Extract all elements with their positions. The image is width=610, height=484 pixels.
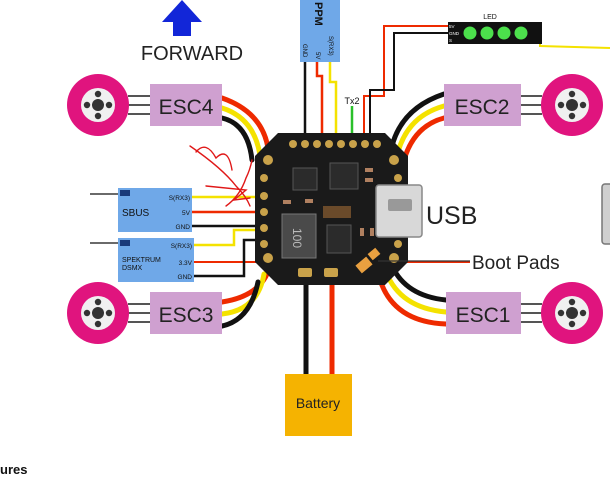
forward-label: FORWARD [141, 43, 243, 65]
led-strip: 5V GND S [448, 22, 542, 44]
esc3-label: ESC3 [159, 304, 214, 327]
led-title: LED [483, 14, 497, 21]
esc3-box: ESC3 [150, 292, 222, 334]
led-pin-signal: S [449, 38, 452, 43]
led-pin-5v: 5V [449, 24, 455, 29]
esc1-label: ESC1 [456, 304, 511, 327]
ppm-wires [303, 62, 338, 142]
motor-leads [128, 95, 542, 323]
ppm-receiver-box: PPM GND 5V S(RX3) [300, 0, 340, 62]
spektrum-title-line2: DSMX [122, 265, 143, 272]
sbus-title: SBUS [122, 208, 150, 219]
page-caption: ures [0, 462, 28, 477]
forward-arrow [162, 0, 202, 36]
motor-front-right [541, 74, 603, 136]
ppm-title: PPM [312, 2, 324, 26]
esc4-box: ESC4 [150, 84, 222, 126]
ppm-pin-signal: S(RX3) [327, 36, 333, 56]
partial-component-right-edge [601, 183, 610, 245]
ppm-pin-5v: 5V [314, 52, 320, 59]
sbus-pin-gnd: GND [176, 224, 191, 231]
esc2-box: ESC2 [444, 84, 521, 126]
spektrum-pin-signal: S(RX3) [171, 243, 192, 250]
motor-rear-right [541, 282, 603, 344]
esc1-box: ESC1 [446, 292, 521, 334]
motor-front-left [67, 74, 129, 136]
sbus-receiver-box: SBUS S(RX3) 5V GND [118, 188, 192, 232]
sbus-pin-5v: 5V [182, 210, 191, 217]
ppm-pin-gnd: GND [301, 44, 307, 58]
boot-pads-label: Boot Pads [472, 253, 560, 274]
sbus-pin-signal: S(RX3) [169, 195, 190, 202]
spektrum-pin-3v3: 3.3V [179, 260, 193, 267]
spektrum-title-line1: SPEKTRUM [122, 257, 161, 264]
tx2-label: Tx2 [344, 96, 359, 106]
spektrum-receiver-box: SPEKTRUM DSMX S(RX3) 3.3V GND [118, 238, 194, 282]
inductor-marking: 100 [290, 228, 304, 248]
battery-wires [303, 276, 335, 374]
spektrum-pin-gnd: GND [178, 274, 193, 281]
usb-label: USB [426, 202, 477, 230]
esc2-label: ESC2 [455, 96, 510, 119]
red-scribble-annotation [189, 145, 253, 207]
motor-rear-left [67, 282, 129, 344]
battery: Battery [285, 374, 352, 436]
flight-controller-board: 100 [255, 133, 423, 285]
battery-label: Battery [296, 395, 340, 411]
led-pin-gnd: GND [449, 31, 460, 36]
esc4-label: ESC4 [159, 96, 214, 119]
